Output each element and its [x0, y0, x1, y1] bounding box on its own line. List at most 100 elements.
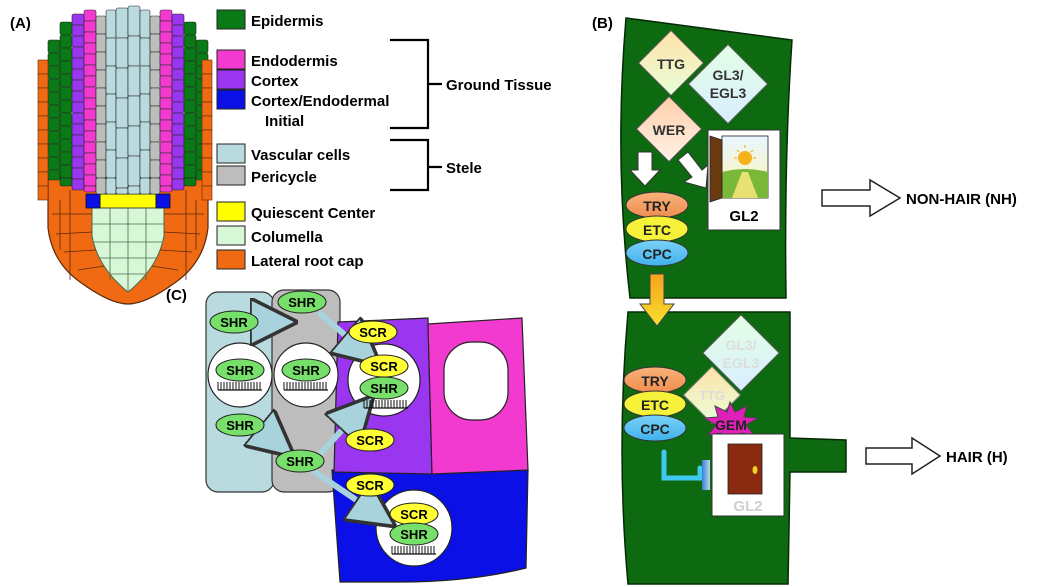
- dna-ladder: [283, 382, 328, 391]
- root-cell: [171, 79, 185, 92]
- root-cell: [95, 51, 107, 71]
- root-cell: [183, 138, 197, 153]
- gl3-diamond-faded: [702, 314, 780, 392]
- hair-arrow: [865, 436, 942, 476]
- root-cell: [171, 101, 185, 114]
- columella-cell-lines: [92, 208, 164, 292]
- root-cell: [139, 9, 151, 39]
- root-cell: [171, 134, 185, 147]
- shr-oval: [389, 522, 439, 546]
- root-cell: [159, 75, 173, 88]
- cortex-nucleus: [443, 341, 509, 421]
- panel-c-arrows: [262, 312, 386, 520]
- root-cell: [115, 127, 129, 159]
- lateral-root-cap-cell: [37, 73, 49, 89]
- legend-label-initial-line2: Initial: [265, 113, 304, 130]
- shr-label: SHR: [400, 527, 428, 542]
- panel-label-b: (B): [592, 15, 613, 32]
- ttg-diamond-faded: [683, 366, 741, 424]
- shr-label: SHR: [220, 315, 248, 330]
- root-cell: [59, 60, 73, 75]
- root-cell: [171, 13, 185, 26]
- root-cell: [59, 86, 73, 101]
- legend-label-endodermis: Endodermis: [251, 53, 338, 70]
- root-cell: [149, 87, 161, 107]
- root-cell: [149, 177, 161, 195]
- ttg-label-faded: TTG: [699, 388, 725, 403]
- shr-oval: [281, 358, 331, 382]
- root-cell: [59, 73, 73, 88]
- root-cell: [83, 152, 97, 165]
- root-cell: [59, 34, 73, 49]
- root-cell: [83, 86, 97, 99]
- legend-swatch-initial: [216, 89, 246, 110]
- scr-label: SCR: [359, 325, 387, 340]
- legend-label-epidermis: Epidermis: [251, 13, 324, 30]
- root-cell: [159, 152, 173, 165]
- legend-label-quiescent: Quiescent Center: [251, 205, 375, 222]
- root-cell: [127, 5, 141, 37]
- arrow-nh-to-h: [638, 273, 676, 327]
- initial-right: [155, 193, 171, 209]
- gl3-label-faded-line1: GL3/: [725, 337, 756, 353]
- inhibition-bar: [702, 460, 710, 490]
- root-cell: [47, 65, 61, 80]
- root-cell: [47, 52, 61, 67]
- root-cell: [83, 64, 97, 77]
- root-tip-illustration: [37, 5, 213, 305]
- lateral-root-cap-cell: [201, 185, 213, 201]
- scr-label: SCR: [356, 478, 384, 493]
- root-cell: [83, 108, 97, 121]
- root-cell: [183, 47, 197, 62]
- root-cell: [95, 105, 107, 125]
- legend-swatch-quiescent: [216, 201, 246, 222]
- root-cell: [59, 125, 73, 140]
- root-cell: [159, 64, 173, 77]
- root-cell: [195, 39, 209, 54]
- root-cell: [47, 130, 61, 145]
- wer-diamond: [635, 95, 703, 163]
- root-cell: [71, 13, 85, 26]
- root-cell: [159, 86, 173, 99]
- lateral-root-cap-cell: [201, 157, 213, 173]
- root-cell: [183, 73, 197, 88]
- root-cell: [83, 163, 97, 176]
- root-cell: [171, 46, 185, 59]
- root-cell: [171, 123, 185, 136]
- root-cell: [83, 53, 97, 66]
- root-cell: [127, 35, 141, 67]
- root-cell: [105, 177, 117, 195]
- shr-label: SHR: [370, 381, 398, 396]
- legend: Epidermis Endodermis Cortex Cortex/Endod…: [216, 9, 552, 270]
- root-cell: [71, 68, 85, 81]
- ttg-label: TTG: [657, 56, 685, 72]
- root-cell: [171, 57, 185, 70]
- stele-bracket: [390, 138, 442, 192]
- root-cell: [71, 101, 85, 114]
- root-cell: [59, 177, 73, 187]
- root-cell: [47, 91, 61, 106]
- shr-label: SHR: [286, 454, 314, 469]
- scr-oval: [345, 473, 395, 497]
- root-cell: [71, 79, 85, 92]
- root-cell: [83, 20, 97, 33]
- root-cell: [171, 167, 185, 180]
- root-cell: [95, 69, 107, 89]
- root-cell: [127, 185, 141, 195]
- lateral-root-cap-cell: [37, 129, 49, 145]
- root-cell: [139, 93, 151, 123]
- root-cell: [71, 57, 85, 70]
- root-cell: [83, 97, 97, 110]
- root-cell: [83, 119, 97, 132]
- gl2-label-nh: GL2: [729, 208, 758, 225]
- root-cell: [159, 108, 173, 121]
- root-cell: [71, 90, 85, 103]
- legend-swatch-endodermis: [216, 49, 246, 70]
- legend-label-cortex: Cortex: [251, 73, 299, 90]
- root-cell: [127, 125, 141, 157]
- legend-swatch-pericycle: [216, 165, 246, 186]
- root-cell: [105, 37, 117, 67]
- root-cell: [71, 167, 85, 180]
- root-cell: [105, 93, 117, 123]
- root-cell: [159, 31, 173, 44]
